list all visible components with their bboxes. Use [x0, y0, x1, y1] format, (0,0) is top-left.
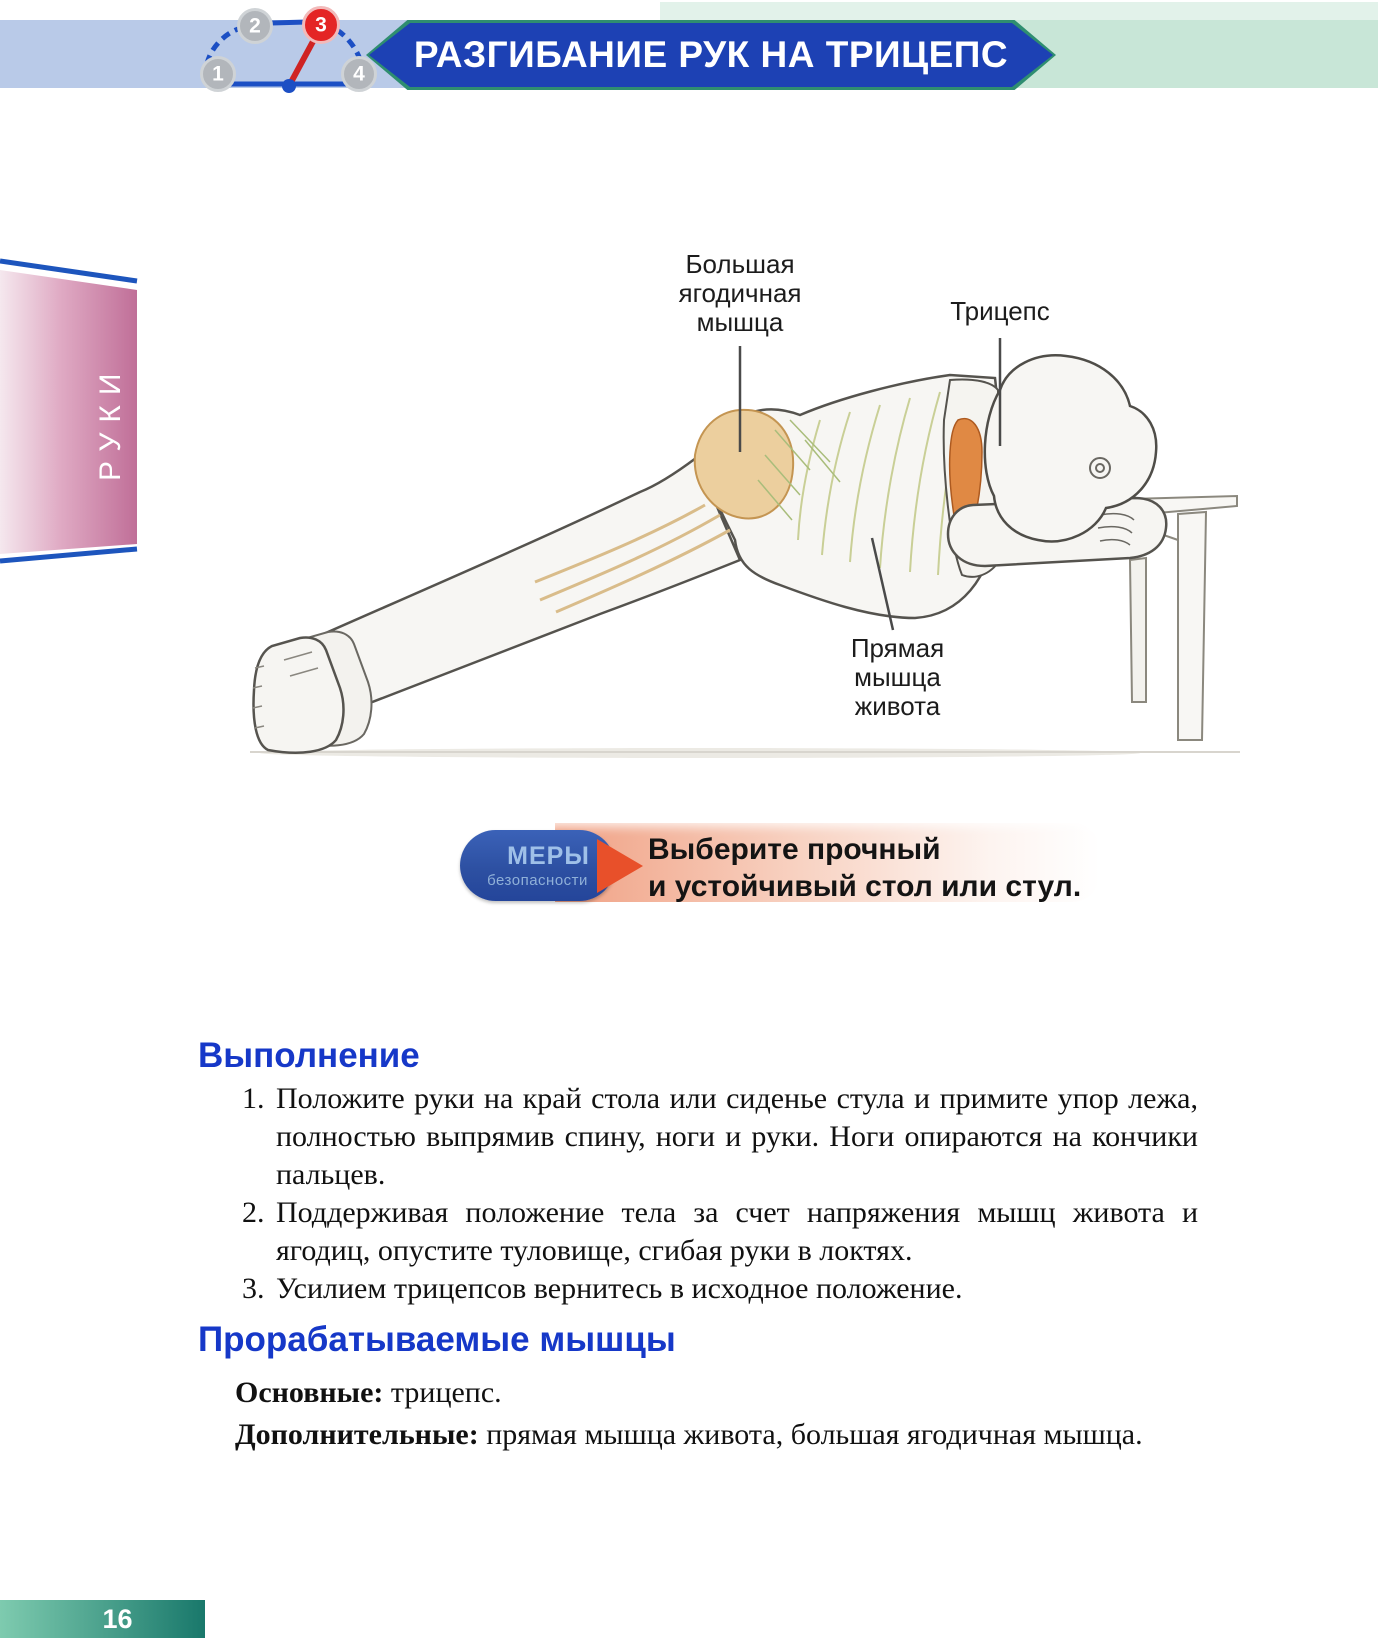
secondary-muscles-label: Дополнительные:	[235, 1418, 479, 1451]
execution-heading: Выполнение	[198, 1036, 420, 1075]
gauge-level-2: 2	[237, 8, 273, 44]
gauge-level-4-number: 4	[353, 63, 365, 86]
secondary-muscles-value: прямая мышца живота, большая ягодичная м…	[478, 1418, 1143, 1451]
execution-step-3: Усилием трицепсов вернитесь в исходное п…	[272, 1270, 1198, 1308]
sidebar-tab-panel	[0, 270, 137, 554]
abs-leader-line	[870, 537, 895, 631]
page-number: 16	[102, 1603, 133, 1634]
gauge-level-2-number: 2	[249, 15, 261, 38]
ear	[1089, 457, 1111, 479]
shoes	[252, 630, 373, 754]
safety-gradient-bar	[555, 823, 1100, 902]
sidebar-tab	[0, 258, 138, 564]
sidebar-tab-line-top	[0, 258, 138, 284]
primary-muscles-label: Основные:	[235, 1376, 384, 1409]
leader-lines	[738, 338, 1002, 631]
safety-text: Выберите прочный и устойчивый стол или с…	[648, 831, 1081, 905]
gauge-level-1: 1	[200, 56, 236, 92]
safety-badge-title: МЕРЫ	[507, 842, 590, 870]
gauge-level-3-number: 3	[315, 14, 327, 37]
execution-steps: Положите руки на край стола или сиденье …	[198, 1080, 1198, 1308]
execution-step-2: Поддерживая положение тела за счет напря…	[272, 1194, 1198, 1270]
ground	[250, 748, 1240, 758]
safety-text-line1: Выберите прочный	[648, 833, 941, 866]
page-number-bar: 16	[0, 1600, 205, 1638]
sidebar-tab-line-bottom	[0, 546, 138, 564]
title-banner: РАЗГИБАНИЕ РУК НА ТРИЦЕПС	[366, 20, 1056, 90]
safety-arrow-icon	[597, 839, 643, 893]
muscles-heading: Прорабатываемые мышцы	[198, 1320, 676, 1359]
label-gluteus: Большая ягодичная мышца	[678, 249, 802, 337]
gauge-needle	[282, 32, 320, 93]
hamstring-streaks	[534, 503, 731, 614]
difficulty-gauge: 1 2 3 4	[200, 6, 377, 93]
page-title: РАЗГИБАНИЕ РУК НА ТРИЦЕПС	[413, 34, 1009, 75]
gauge-level-1-number: 1	[212, 63, 224, 86]
oblique-hatching	[757, 419, 841, 521]
execution-step-1: Положите руки на край стола или сиденье …	[272, 1080, 1198, 1194]
label-rectus-abdominis: Прямая мышца живота	[850, 633, 945, 721]
exercise-illustration	[250, 338, 1240, 758]
head	[983, 354, 1158, 543]
exercise-figure	[252, 354, 1168, 754]
safety-badge-subtitle: безопасности	[487, 872, 588, 889]
figure-near-leg	[308, 456, 742, 708]
primary-muscles-line: Основные: трицепс.	[235, 1376, 502, 1410]
secondary-muscles-line: Дополнительные: прямая мышца живота, бол…	[235, 1418, 1143, 1452]
header-strip-green-light	[660, 2, 1378, 20]
safety-text-line2: и устойчивый стол или стул.	[648, 870, 1082, 903]
title-banner-inner: РАЗГИБАНИЕ РУК НА ТРИЦЕПС	[369, 23, 1053, 87]
gauge-level-4: 4	[341, 56, 377, 92]
label-triceps: Трицепс	[950, 296, 1050, 326]
primary-muscles-value: трицепс.	[383, 1376, 502, 1409]
gauge-level-3-active: 3	[302, 6, 340, 44]
safety-badge: МЕРЫ безопасности	[460, 830, 615, 901]
